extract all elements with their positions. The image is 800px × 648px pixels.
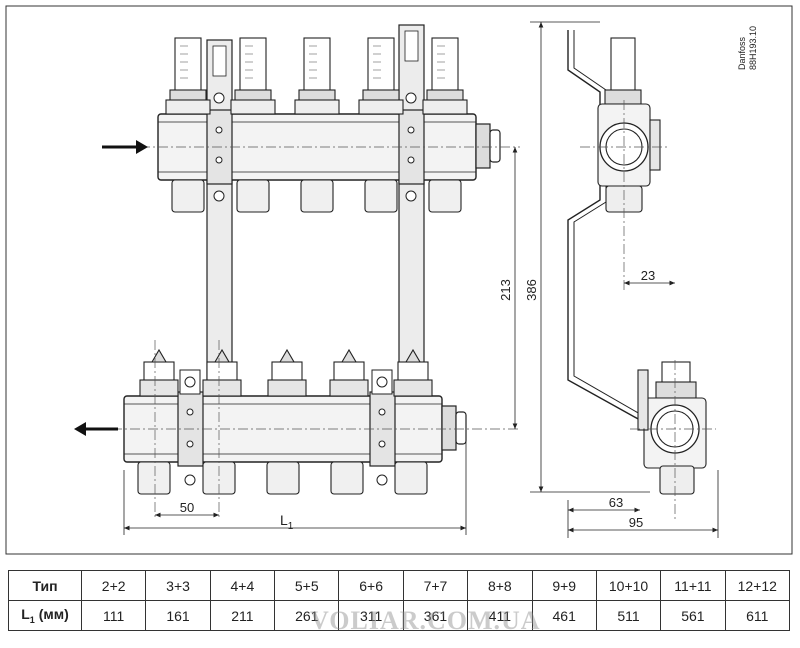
side-depth-label: 63: [609, 495, 623, 510]
side-view: [567, 30, 707, 495]
supply-flow-arrow: [102, 140, 148, 154]
type-cell: 6+6: [338, 570, 404, 601]
upper-end-cap: [475, 123, 491, 169]
length-cell: 211: [209, 600, 276, 631]
length-cell: 311: [338, 600, 404, 631]
type-cell: 2+2: [80, 570, 147, 601]
valve-head-2: [202, 348, 242, 397]
height-total-label: 386: [524, 279, 539, 301]
type-cell: 8+8: [467, 570, 533, 601]
length-cell: 361: [402, 600, 469, 631]
lower-end-cap: [441, 405, 457, 451]
type-cell: 5+5: [274, 570, 340, 601]
length-cell: 611: [724, 600, 791, 631]
length-dimension-label: L1: [280, 512, 294, 532]
valve-head-1: [139, 348, 179, 397]
flow-meter-1: [165, 37, 211, 115]
side-total-label: 95: [629, 515, 643, 530]
drawing-code-label: 88H193.10: [748, 26, 758, 70]
side-offset-label: 23: [641, 268, 655, 283]
length-cell: 411: [467, 600, 533, 631]
type-cell: 10+10: [595, 570, 662, 601]
front-view: [74, 24, 520, 520]
flow-meter-3: [294, 37, 340, 115]
valve-head-4: [329, 348, 369, 397]
length-cell: 261: [274, 600, 340, 631]
flow-meter-4: [358, 37, 404, 115]
drawing-frame: [5, 5, 793, 555]
flow-meter-2: [230, 37, 276, 115]
length-cell: 511: [595, 600, 662, 631]
length-cell: 561: [660, 600, 726, 631]
length-cell: 111: [80, 600, 147, 631]
type-cell: 4+4: [209, 570, 276, 601]
type-cell: 9+9: [531, 570, 597, 601]
valve-head-5: [393, 348, 433, 397]
length-cell: 461: [531, 600, 597, 631]
type-row-header: Тип: [8, 570, 82, 601]
pitch-dimension-label: 50: [180, 500, 194, 515]
length-row-header: L1 (мм): [8, 600, 82, 631]
type-cell: 3+3: [145, 570, 211, 601]
type-cell: 7+7: [402, 570, 469, 601]
dimension-lines: [123, 21, 650, 535]
brand-label: Danfoss: [737, 36, 747, 70]
return-flow-arrow: [74, 422, 118, 436]
height-inner-label: 213: [498, 279, 513, 301]
type-cell: 12+12: [724, 570, 791, 601]
length-cell: 161: [145, 600, 211, 631]
valve-head-3: [267, 348, 307, 397]
type-cell: 11+11: [660, 570, 726, 601]
flow-meter-5: [422, 37, 468, 115]
